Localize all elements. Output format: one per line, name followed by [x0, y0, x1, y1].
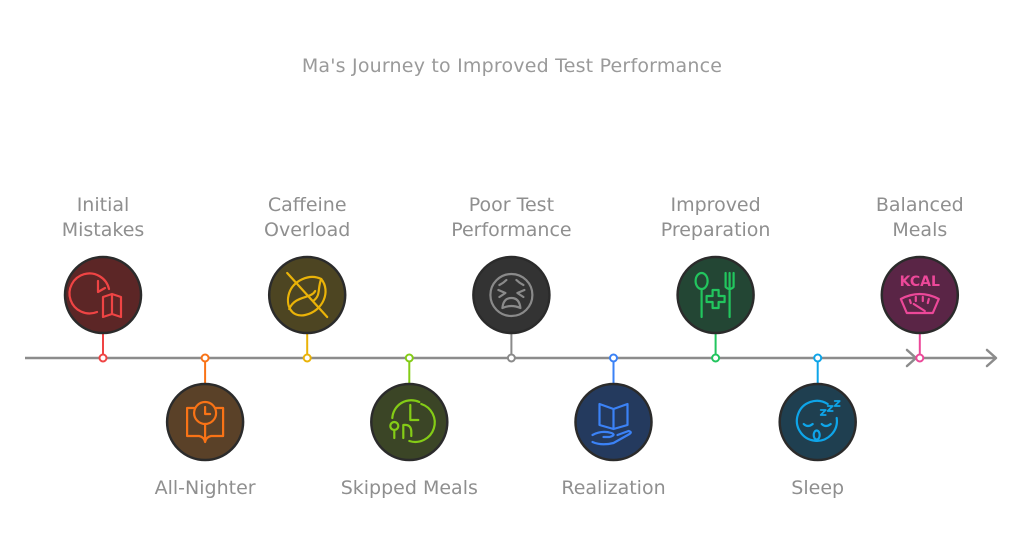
timeline-marker [200, 353, 210, 363]
timeline-marker [302, 353, 312, 363]
step-label-line: Sleep [791, 477, 845, 499]
step-label-line: Performance [451, 219, 572, 241]
timeline-arrowhead-end [985, 348, 998, 368]
timeline-step-improved-preparation [676, 255, 755, 363]
timeline-marker [813, 353, 823, 363]
kcal-scale-icon: KCAL [900, 274, 940, 315]
clock-book-icon [68, 272, 123, 319]
step-label-line: Initial [76, 194, 130, 216]
step-label-line: Improved [670, 194, 761, 216]
timeline-marker [98, 353, 108, 363]
book-clock-icon [186, 400, 225, 444]
timeline-step-realization [574, 353, 653, 462]
step-circle [676, 255, 755, 335]
timeline-step-all-nighter [165, 353, 245, 462]
timeline-marker [404, 353, 414, 363]
timeline-marker [711, 353, 721, 363]
timeline-step-poor-test-performance [472, 255, 551, 363]
timeline-marker [915, 353, 925, 363]
step-circle [63, 255, 143, 335]
step-circle [165, 382, 245, 462]
step-label-line: Meals [892, 219, 948, 241]
step-label-line: Caffeine [267, 194, 347, 216]
meal-time-icon [389, 399, 436, 444]
no-coffee-bean-icon [286, 271, 329, 319]
step-circle [778, 382, 857, 462]
timeline-step-caffeine-overload [267, 255, 347, 363]
step-circle [370, 382, 449, 462]
timeline-marker [506, 353, 516, 363]
health-food-icon [694, 271, 735, 319]
step-circle [472, 255, 551, 335]
timeline-step-initial-mistakes [63, 255, 143, 363]
step-label-line: Realization [561, 477, 666, 499]
step-label-line: Balanced [875, 194, 964, 216]
tired-face-icon [489, 272, 534, 318]
step-label-line: All-Nighter [154, 477, 256, 499]
step-label-line: Poor Test [468, 194, 555, 216]
step-label-line: Mistakes [61, 219, 145, 241]
diagram-title: Ma's Journey to Improved Test Performanc… [301, 55, 723, 77]
sleeping-face-icon [795, 399, 841, 442]
hand-book-icon [591, 402, 632, 446]
timeline-step-balanced-meals: KCAL [880, 255, 960, 363]
timeline-marker [609, 353, 618, 363]
step-label-skipped-meals: Skipped Meals [329, 476, 489, 501]
step-label-realization: Realization [534, 476, 694, 501]
kcal-text: KCAL [900, 274, 940, 290]
step-label-all-nighter: All-Nighter [125, 476, 285, 501]
step-label-line: Preparation [660, 219, 771, 241]
step-label-sleep: Sleep [738, 476, 898, 501]
step-label-line: Skipped Meals [340, 477, 478, 499]
timeline-step-skipped-meals [370, 353, 449, 462]
step-label-line: Overload [264, 219, 351, 241]
timeline-step-sleep [778, 353, 857, 462]
